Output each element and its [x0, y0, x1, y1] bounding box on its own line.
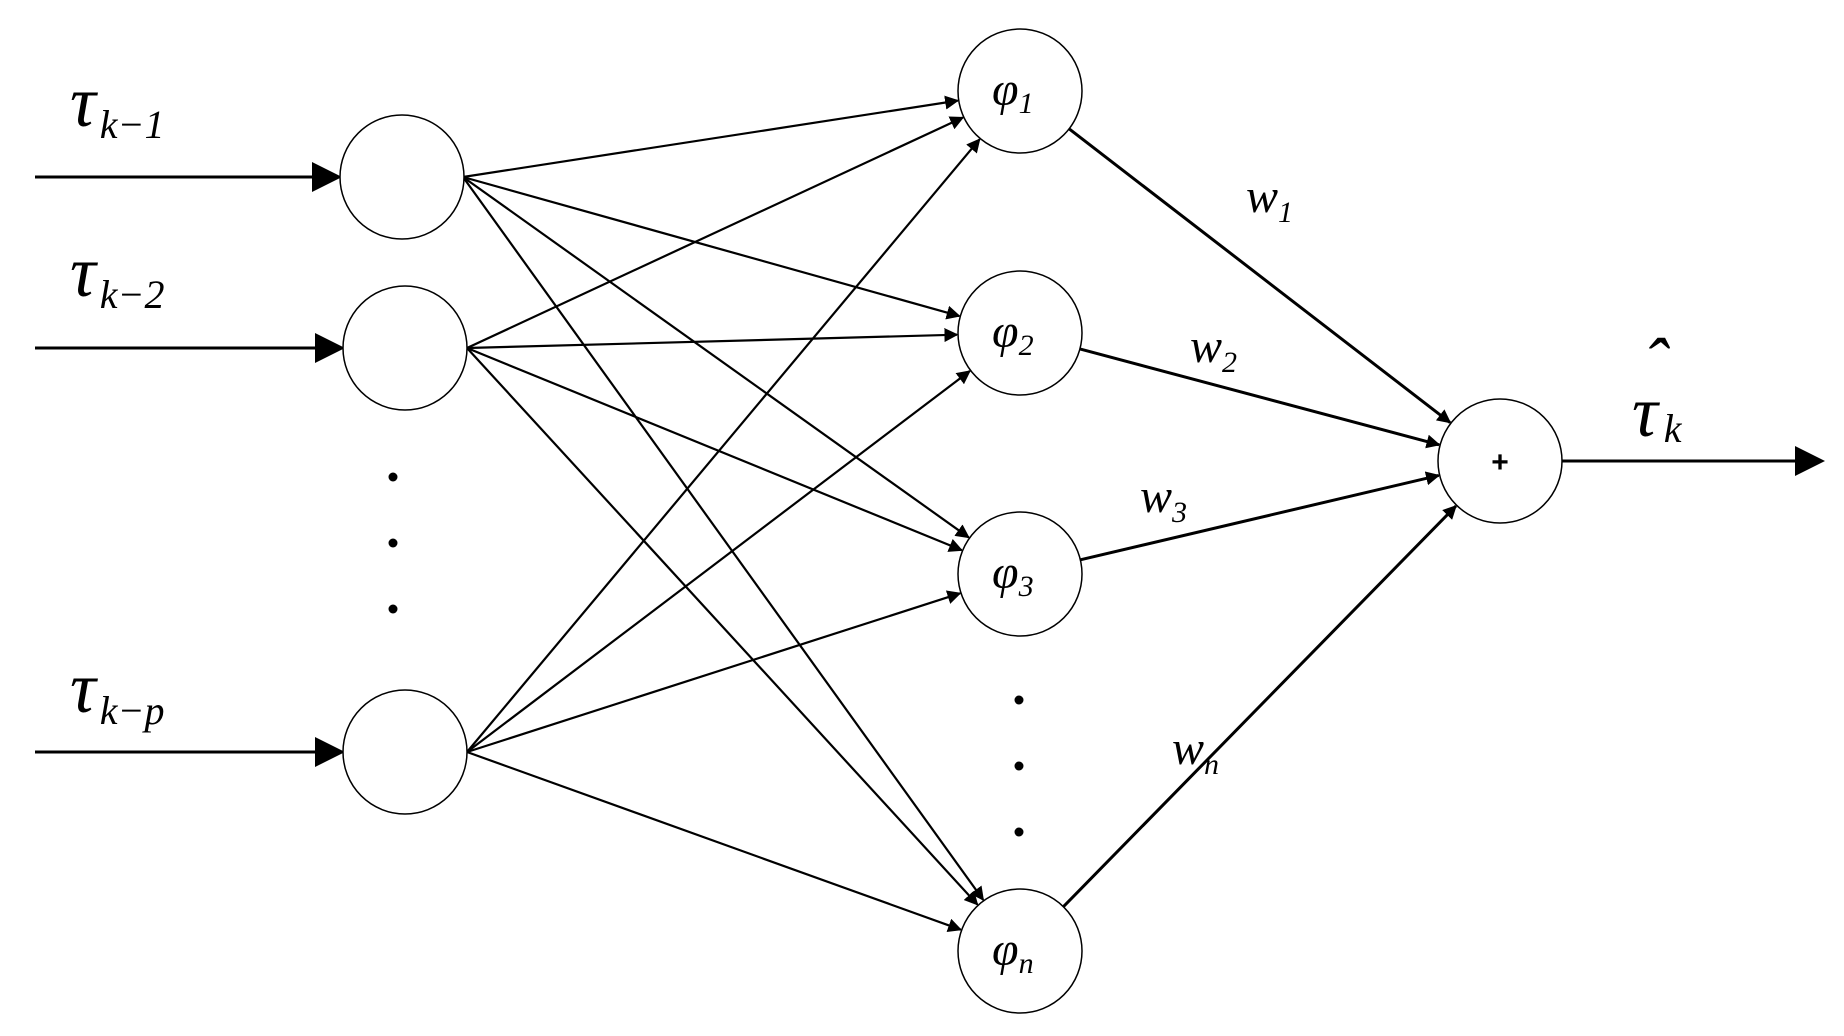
edge-input-2-hidden-1 — [466, 116, 965, 349]
edge-input-2-hidden-3 — [466, 346, 963, 552]
edge-hidden-2-output — [1079, 347, 1441, 449]
edge-input-3-hidden-1 — [466, 138, 981, 753]
edge-input-1-hidden-1 — [462, 95, 960, 179]
edge-input-3-hidden-4 — [466, 750, 963, 932]
edge-input-3-hidden-2 — [466, 370, 971, 753]
input-node-2 — [342, 285, 468, 411]
hidden-output-connections — [1062, 127, 1457, 908]
edge-input-3-hidden-3 — [466, 590, 962, 754]
edge-hidden-4-output — [1062, 504, 1457, 908]
input-output-arrows — [35, 162, 1825, 767]
hidden-node-3 — [957, 511, 1083, 637]
hidden-node-1 — [957, 28, 1083, 154]
input-hidden-connections — [462, 95, 985, 932]
hidden-ellipsis — [1014, 695, 1024, 837]
input-node-1 — [339, 114, 465, 240]
input-ellipsis — [388, 472, 398, 614]
edge-input-2-hidden-2 — [466, 328, 959, 350]
hidden-label-3: φ3 — [992, 546, 1034, 603]
weight-label-1: w1 — [1246, 170, 1293, 229]
hidden-label-1: φ1 — [992, 63, 1034, 120]
summation-node — [1437, 398, 1563, 524]
edge-input-1-hidden-3 — [462, 176, 970, 539]
edge-input-1-hidden-2 — [462, 175, 961, 320]
input-node-p — [342, 689, 468, 815]
weight-label-2: w2 — [1190, 320, 1237, 379]
hidden-node-2 — [957, 270, 1083, 396]
hidden-label-n: φn — [992, 923, 1034, 980]
sum-symbol: + — [1491, 446, 1509, 479]
output-hat: ˆ — [1643, 324, 1670, 404]
weight-label-n: wn — [1172, 722, 1219, 781]
edge-hidden-3-output — [1080, 471, 1441, 562]
edge-hidden-1-output — [1068, 127, 1452, 424]
hidden-node-n — [957, 888, 1083, 1014]
edge-input-1-hidden-4 — [462, 176, 985, 902]
hidden-label-2: φ2 — [992, 305, 1034, 362]
weight-label-3: w3 — [1140, 470, 1187, 529]
edge-input-2-hidden-4 — [466, 347, 979, 906]
